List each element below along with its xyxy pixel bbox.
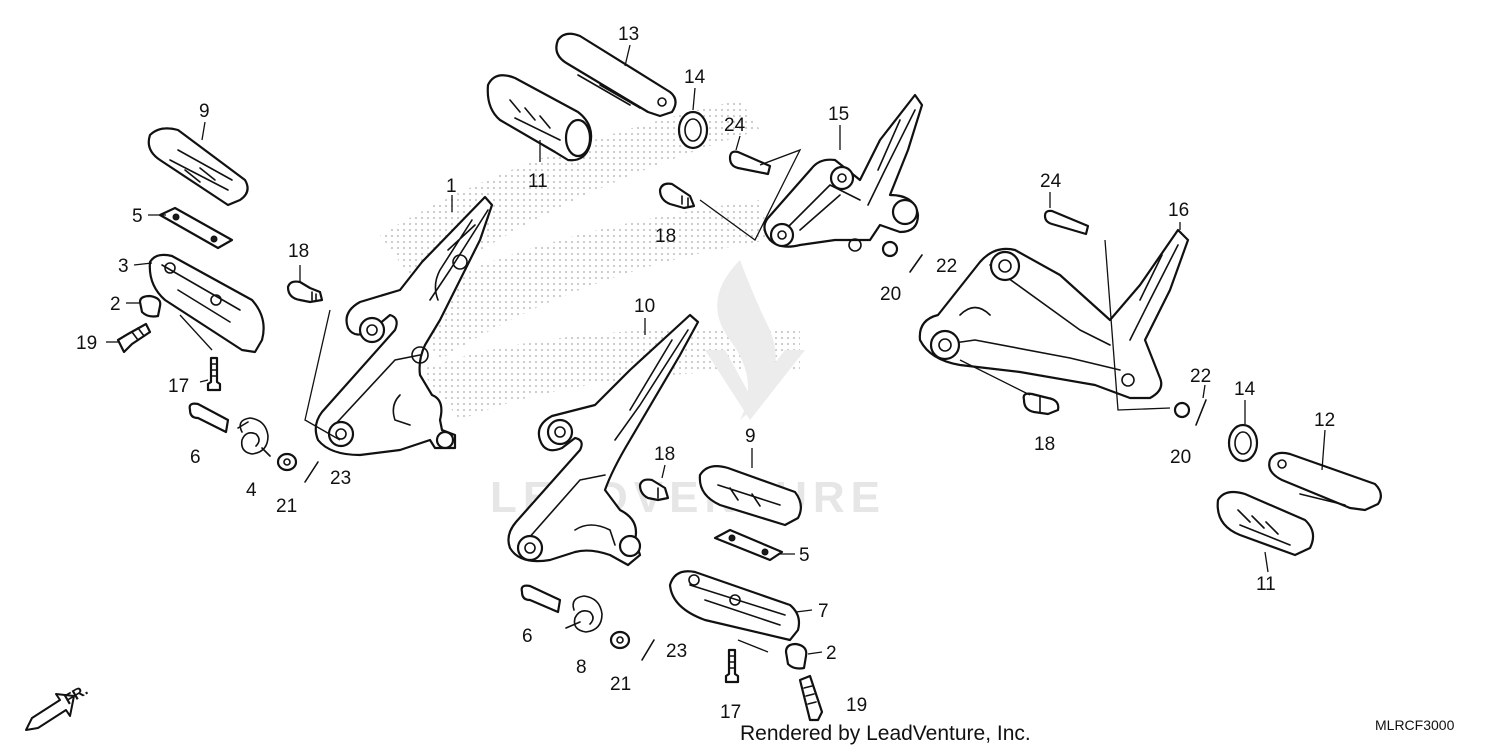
- part-10-bracket-right: [507, 313, 700, 567]
- diagram-code: MLRCF3000: [1375, 717, 1455, 733]
- part-22-cotter-a: [909, 254, 923, 273]
- callout-2-right: 2: [826, 643, 837, 664]
- callout-11-right: 11: [1256, 574, 1276, 595]
- part-7-footpeg-right: [668, 570, 801, 642]
- callout-20-b: 20: [1170, 447, 1191, 468]
- part-24-pin-a: [728, 150, 772, 176]
- part-13-peg-right-rear: [1268, 451, 1382, 512]
- part-18-bolt-b: [658, 182, 696, 210]
- part-18-bolt-d: [1022, 392, 1060, 416]
- part-21-washer-right: [609, 630, 631, 650]
- callout-5-left: 5: [132, 206, 143, 227]
- part-11-peg-rubber-top: [486, 74, 593, 162]
- group-bracket-rear-right-leaders: [1104, 239, 1171, 411]
- part-15-bracket-rear: [763, 93, 924, 252]
- part-11-peg-rubber-right: [1216, 490, 1315, 557]
- part-20-washer-b: [1173, 401, 1191, 419]
- part-4-spring-left: [237, 417, 271, 457]
- group-bracket-left-leaders: [304, 309, 341, 441]
- callout-3: 3: [118, 256, 129, 277]
- part-5-plate-right: [713, 528, 784, 562]
- callout-7: 7: [818, 601, 829, 622]
- callout-22-b: 22: [1190, 366, 1211, 387]
- part-2-collar-left: [138, 294, 162, 318]
- callout-16: 16: [1168, 200, 1189, 221]
- callout-19-right: 19: [846, 695, 867, 716]
- part-16-bracket-rear-right: [918, 228, 1190, 400]
- group-bracket-rear-right-leaders-b: [959, 359, 1031, 396]
- callout-22-a: 22: [936, 256, 957, 277]
- callout-13: 12: [1314, 410, 1335, 431]
- callout-9-right: 9: [745, 426, 756, 447]
- group-bracket-rear-leaders: [699, 148, 802, 241]
- callout-15: 15: [828, 104, 849, 125]
- part-9-peg-rubber-right: [698, 465, 802, 527]
- part-23-cotter-right: [641, 639, 655, 661]
- part-18-bolt-a: [286, 280, 324, 304]
- callout-23-left: 23: [330, 468, 351, 489]
- leader-lines: [106, 44, 1326, 655]
- callout-14-right: 14: [1234, 379, 1256, 400]
- direction-indicator: FR.: [25, 682, 91, 731]
- callout-8: 8: [576, 657, 587, 678]
- part-17-bolt-right: [724, 648, 740, 684]
- callout-5-right: 5: [799, 545, 810, 566]
- callout-19-left: 19: [76, 333, 97, 354]
- callout-23-right: 23: [666, 641, 687, 662]
- part-6-pin-left: [188, 402, 230, 434]
- part-8-spring-right: [565, 595, 603, 633]
- part-5-plate-left: [158, 206, 234, 250]
- callout-24-a: 24: [724, 115, 746, 136]
- part-17-bolt-left: [206, 356, 222, 392]
- callout-21-left: 21: [276, 496, 297, 517]
- part-14-washer-top: [677, 110, 709, 150]
- callout-12: 13: [618, 24, 639, 45]
- part-12-peg-left-rear: [555, 32, 677, 118]
- callout-24-b: 24: [1040, 171, 1062, 192]
- part-3-footpeg-left: [148, 253, 265, 354]
- callout-20-a: 20: [880, 284, 901, 305]
- part-19-bolt-right: [798, 674, 824, 722]
- callout-4: 4: [246, 480, 257, 501]
- part-21-washer-left: [276, 452, 298, 472]
- callout-9-left: 9: [199, 101, 210, 122]
- part-19-bolt-left: [116, 322, 152, 354]
- group-footpeg-right-leaders: [737, 639, 769, 653]
- callout-17-right: 17: [720, 702, 741, 723]
- part-20-washer-a: [881, 240, 899, 258]
- callout-1: 1: [446, 176, 457, 197]
- callout-17-left: 17: [168, 376, 189, 397]
- part-24-pin-b: [1043, 209, 1090, 236]
- part-18-bolt-c: [638, 478, 670, 502]
- front-arrow-icon: [25, 693, 75, 731]
- part-6-pin-right: [520, 584, 562, 614]
- callout-18-a: 18: [288, 241, 309, 262]
- callout-18-c: 18: [654, 444, 675, 465]
- part-2-collar-right: [784, 642, 808, 670]
- callout-21-right: 21: [610, 674, 631, 695]
- part-22-cotter-b: [1195, 399, 1207, 426]
- callout-2-left: 2: [110, 294, 121, 315]
- callout-18-d: 18: [1034, 434, 1055, 455]
- callout-labels: 9 5 3 2 19 17 6 4 21 23 1 18 13 11 14 24…: [76, 24, 1335, 723]
- callout-6-left: 6: [190, 447, 201, 468]
- callout-14-top: 14: [684, 67, 706, 88]
- callout-11-top: 11: [528, 171, 548, 192]
- part-23-cotter-left: [304, 461, 319, 483]
- callout-10: 10: [634, 296, 655, 317]
- callout-6-right: 6: [522, 626, 533, 647]
- callout-18-b: 18: [655, 226, 676, 247]
- footer-credit: Rendered by LeadVenture, Inc.: [740, 722, 1031, 745]
- part-9-peg-rubber-left: [147, 127, 249, 207]
- part-14-washer-right: [1227, 423, 1259, 463]
